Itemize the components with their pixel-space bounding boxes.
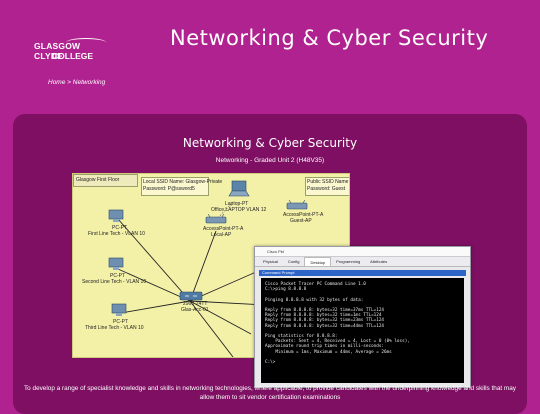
pc-3-label: Third Line Tech - VLAN 10 [85, 325, 144, 331]
switch-icon[interactable] [179, 290, 203, 302]
ap-guest-label: Guest-AP [290, 218, 312, 224]
tab-attributes[interactable]: Attributes [370, 259, 388, 264]
local-password-text: Password: P@ssword5 [143, 186, 195, 192]
logo-swoosh [66, 38, 106, 47]
pc-3-name: PC-PT [113, 319, 128, 325]
terminal-line: Approximate round trip times in milli-se… [265, 344, 384, 350]
laptop-name: Laptop-PT [225, 201, 249, 207]
switch-label: Glas-Acc-01 [181, 307, 209, 313]
page-title: Networking & Cyber Security [170, 26, 489, 50]
terminal-line: Reply from 8.8.8.8: bytes=32 time=23ms T… [265, 318, 384, 324]
pc-1-label: First Line Tech - VLAN 10 [88, 231, 145, 237]
pc-2-label: Second Line Tech - VLAN 10 [82, 279, 147, 285]
tab-programming[interactable]: Programming [336, 259, 361, 264]
tab-physical[interactable]: Physical [263, 259, 278, 264]
window-titlebar[interactable]: Cisco Pkt [255, 247, 470, 257]
area-label: Glasgow First Floor [76, 177, 120, 183]
laptop-icon[interactable] [228, 180, 250, 198]
local-ssid-text: Local SSID Name: Glasgow-Private [143, 179, 223, 185]
terminal-line: Minimum = 1ms, Maximum = 44ms, Average =… [265, 349, 392, 355]
public-ssid-text: Public SSID Name [307, 179, 349, 185]
ap-local-label: Local-AP [211, 232, 232, 238]
public-ssid-note [305, 177, 349, 196]
pc-1-icon[interactable] [108, 209, 124, 223]
terminal-line: Reply from 8.8.8.8: bytes=32 time=1ms TT… [265, 313, 382, 319]
terminal-line: Cisco Packet Tracer PC Command Line 1.0 [265, 282, 366, 287]
breadcrumb-separator: > [65, 79, 73, 86]
terminal-line: Reply from 8.8.8.8: bytes=32 time=44ms T… [265, 323, 384, 329]
terminal-line: Ping statistics for 8.8.8.8: [265, 334, 338, 340]
logo-line-2: COLLEGE [52, 51, 94, 61]
ap-local-name: AccessPoint-PT-A [203, 226, 244, 232]
window-tabs: Physical Config Desktop Programming Attr… [255, 257, 470, 267]
ap-guest-name: AccessPoint-PT-A [283, 212, 324, 218]
packet-tracer-pc-window[interactable]: Cisco Pkt Physical Config Desktop Progra… [254, 246, 471, 388]
terminal-line: Packets: Sent = 4, Received = 4, Lost = … [265, 339, 410, 345]
window-title: Cisco Pkt [267, 249, 284, 254]
tab-desktop[interactable]: Desktop [304, 257, 332, 266]
course-description: To develop a range of specialist knowled… [23, 385, 517, 401]
breadcrumb: Home > Networking [48, 79, 105, 86]
local-ssid-note [141, 177, 209, 196]
command-prompt-header: Command Prompt [259, 270, 466, 276]
terminal-line: Reply from 8.8.8.8: bytes=32 time=37ms T… [265, 308, 384, 314]
breadcrumb-home-link[interactable]: Home [48, 79, 66, 86]
card-title: Networking & Cyber Security [182, 136, 358, 150]
area-label-box [73, 174, 138, 187]
tab-config[interactable]: Config [287, 259, 300, 264]
laptop-label: Office LAPTOP VLAN 12 [211, 207, 267, 213]
terminal-line: Pinging 8.8.8.8 with 32 bytes of data: [265, 297, 364, 303]
terminal-line: C:\>ping 8.8.8.8 [265, 287, 307, 293]
pc-3-icon[interactable] [111, 303, 127, 317]
breadcrumb-current: Networking [72, 79, 106, 86]
college-logo[interactable]: GLASGOW CLYDE COLLEGE [30, 38, 110, 66]
access-point-local-icon[interactable] [205, 214, 227, 224]
pc-1-name: PC-PT [112, 225, 127, 231]
switch-name: 2960-24TT [183, 301, 208, 307]
terminal-line: C:\> [265, 360, 276, 366]
logo-line-1: GLASGOW CLYDE [34, 41, 81, 61]
card-subtitle: Networking - Graded Unit 2 (H48V35) [215, 157, 325, 164]
pc-2-name: PC-PT [110, 273, 125, 279]
access-point-guest-icon[interactable] [286, 200, 308, 210]
pc-2-icon[interactable] [108, 257, 124, 271]
public-password-text: Password: Guest [307, 186, 346, 192]
